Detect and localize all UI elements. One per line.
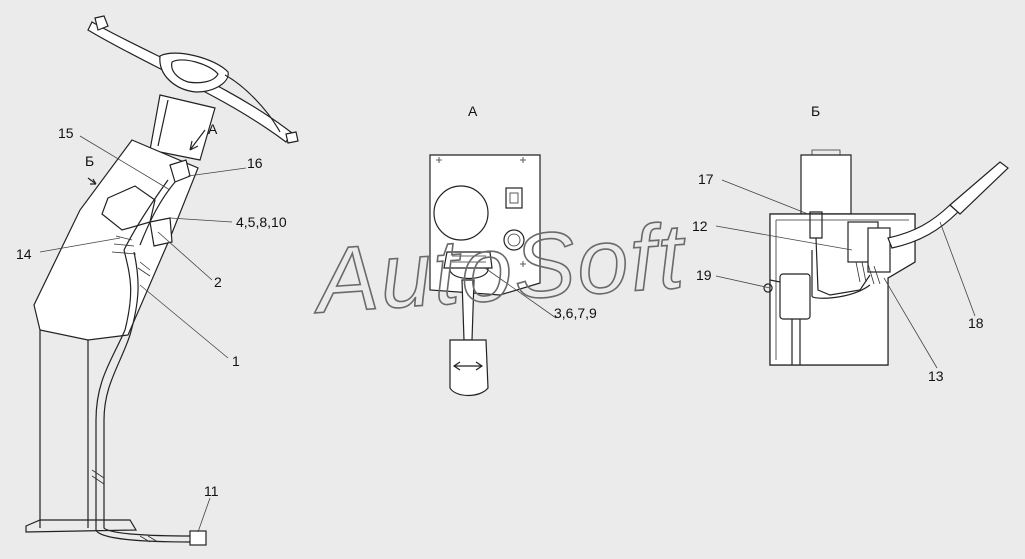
label-4-5-8-10: 4,5,8,10 (236, 214, 287, 230)
end-plug (189, 530, 207, 546)
watermark: AutoSoft (308, 205, 690, 333)
label-17: 17 (698, 171, 714, 187)
switch-panel-view (429, 154, 541, 397)
relay-19 (779, 273, 811, 320)
main-view-leaders (39, 135, 247, 533)
label-12: 12 (692, 218, 708, 234)
knob (503, 229, 525, 251)
view-a-title: А (468, 103, 478, 119)
wire-harness (91, 179, 191, 543)
label-13: 13 (928, 368, 944, 384)
label-15: 15 (58, 125, 74, 141)
view-b-title: Б (811, 103, 820, 119)
label-14: 14 (16, 246, 32, 262)
indicator-lamp (505, 187, 523, 209)
top-box (800, 154, 852, 215)
label-16: 16 (247, 155, 263, 171)
steering-wheel (87, 15, 299, 144)
round-opening (433, 185, 489, 241)
label-1: 1 (232, 353, 240, 369)
label-19: 19 (696, 267, 712, 283)
label-2: 2 (214, 274, 222, 290)
label-3-6-7-9: 3,6,7,9 (554, 305, 597, 321)
switch-box-view (763, 149, 1009, 366)
steering-column-view (25, 15, 299, 546)
label-view-a-arrow: А (208, 121, 218, 137)
lever-handle (449, 339, 489, 397)
label-18: 18 (968, 315, 984, 331)
label-view-b-arrow: Б (85, 153, 94, 169)
label-11: 11 (204, 483, 219, 499)
view-b-leaders (715, 179, 976, 369)
steering-shaft (149, 94, 216, 161)
